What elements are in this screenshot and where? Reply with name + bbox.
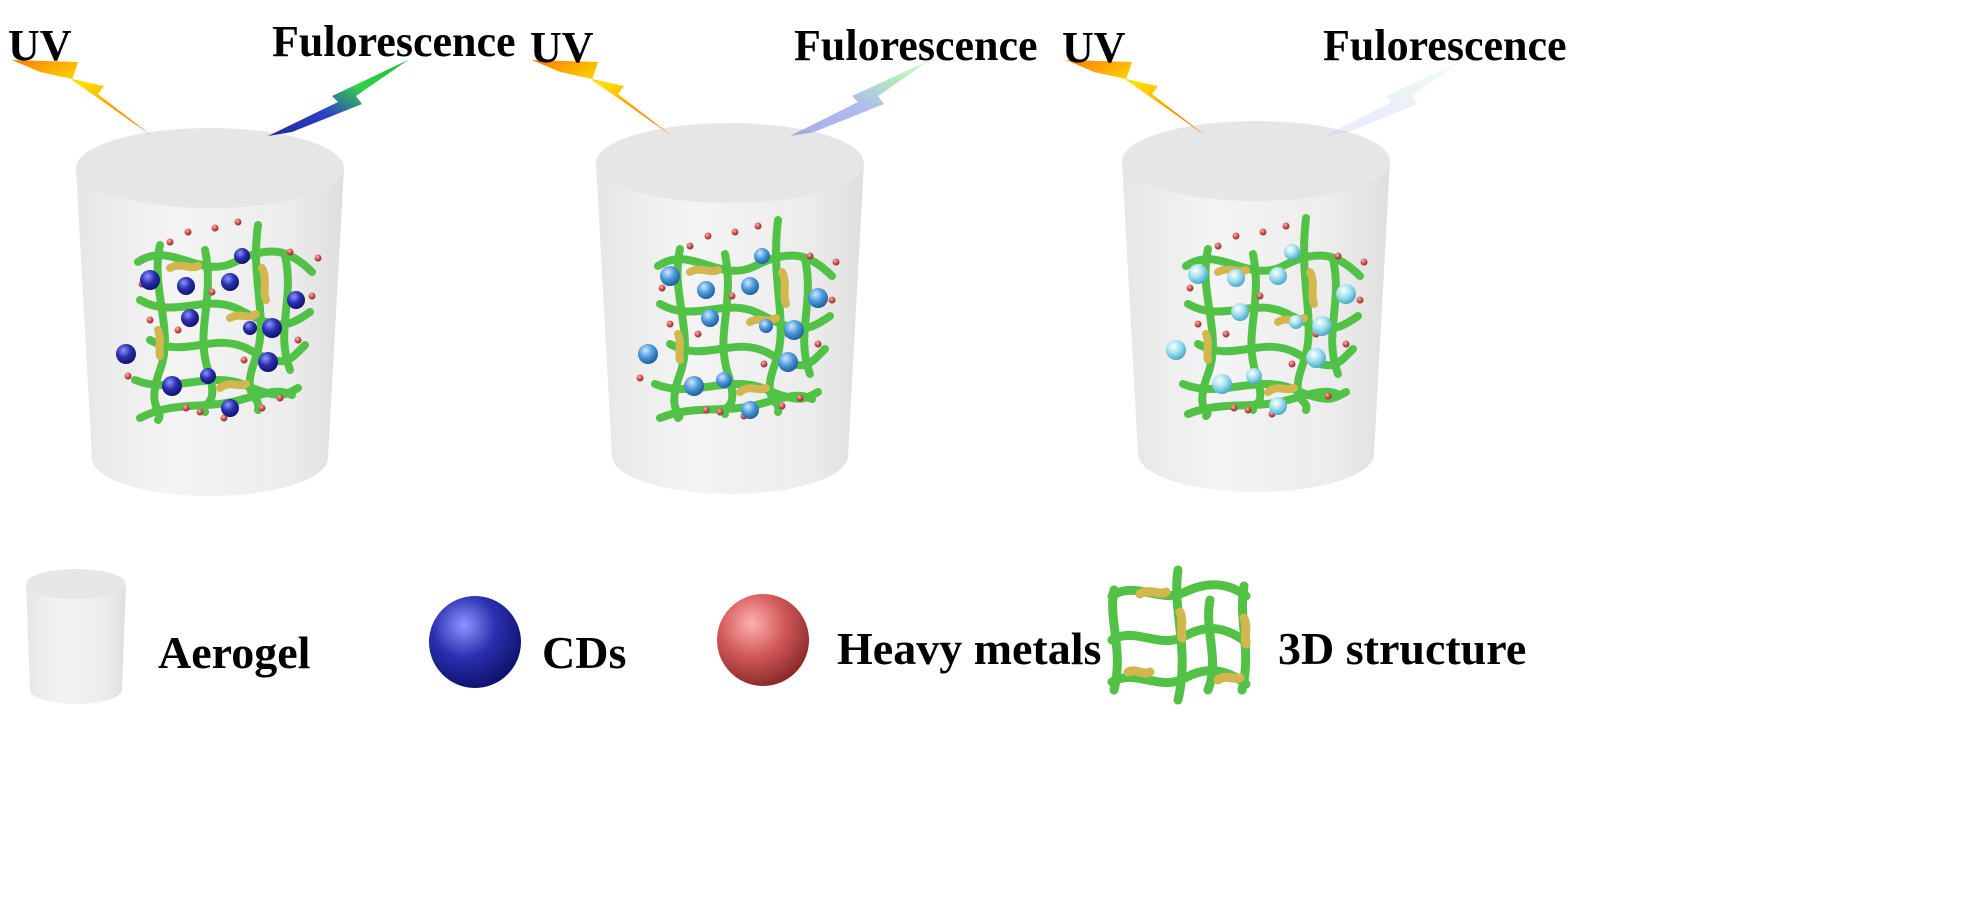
panel-3-fluorescence-label: Fulorescence [1323,21,1567,70]
panel-3 [1066,60,1464,492]
legend-heavy-metals-label: Heavy metals [837,623,1102,674]
legend-heavy-metal-icon [717,594,809,686]
panel-2 [532,60,930,494]
fluorescence-lightning-icon [268,60,408,136]
legend-aerogel-icon [26,569,126,704]
panel-3-uv-label: UV [1062,23,1126,72]
panel-1-uv-label: UV [8,21,72,70]
cd-particles [116,248,305,417]
legend-cd-icon [429,596,521,688]
fiber-network [651,216,836,422]
panel-2-uv-label: UV [530,23,594,72]
panel-1-fluorescence-label: Fulorescence [272,17,516,66]
fluorescence-lightning-icon [790,60,930,136]
aerogel-cylinder [596,123,864,494]
legend-cds-label: CDs [542,627,627,678]
fiber-network [131,221,316,424]
legend-aerogel-label: Aerogel [158,627,311,678]
legend-3d-structure-icon [1107,565,1251,705]
uv-lightning-icon [12,60,152,136]
panel-2-fluorescence-label: Fulorescence [794,21,1038,70]
cd-particles [1166,244,1356,415]
legend-3d-structure-label: 3D structure [1278,623,1527,674]
panel-1 [12,60,408,496]
legend [26,565,1251,705]
fluorescence-lightning-icon [1324,60,1464,136]
cd-particles [638,248,828,419]
